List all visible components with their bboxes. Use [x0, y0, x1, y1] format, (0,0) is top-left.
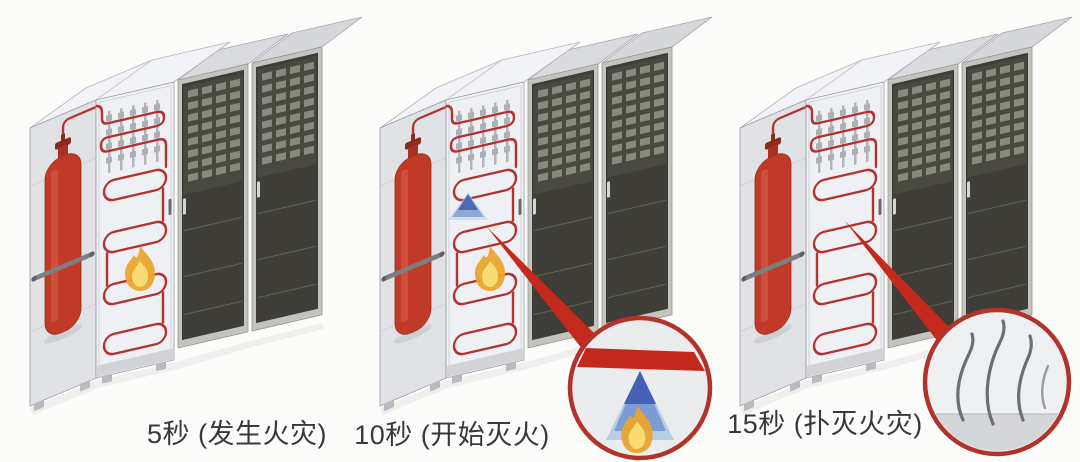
- callout-pointer: [845, 221, 955, 347]
- fire-detection-tube-icon: [577, 348, 705, 371]
- stage-1-illustration: [0, 0, 370, 462]
- floor-surface: [936, 414, 1058, 451]
- magnifier-ring: [567, 315, 713, 461]
- smoke-icon: [956, 319, 1050, 426]
- magnifier-ring: [922, 307, 1072, 457]
- magnifier-circle: [567, 315, 713, 461]
- spray-icon: [448, 192, 488, 220]
- callout-pointer: [487, 227, 600, 354]
- stage-2-illustration: [350, 0, 720, 461]
- stage-3-illustration: [710, 0, 1080, 457]
- stage-2-label: 10秒 (开始灭火): [354, 420, 550, 450]
- stage-1-label: 5秒 (发生火灾): [147, 419, 327, 449]
- stage-3-label: 15秒 (扑灭火灾): [727, 409, 923, 439]
- magnifier-circle: [922, 307, 1072, 457]
